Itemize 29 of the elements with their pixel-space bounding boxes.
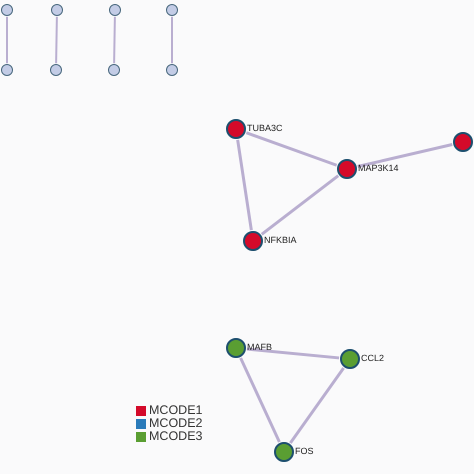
gene-label: NFKBIA [264, 236, 297, 246]
legend-label: MCODE3 [149, 430, 202, 443]
legend-label: MCODE2 [149, 417, 202, 430]
edge-line [113, 16, 116, 64]
edge-line [239, 357, 281, 443]
network-node [166, 4, 178, 16]
legend-label: MCODE1 [149, 404, 202, 417]
network-node [109, 4, 121, 16]
gene-label: CCL2 [361, 354, 384, 364]
edge-line [260, 174, 340, 236]
edge-line [236, 140, 253, 230]
network-node [1, 64, 13, 76]
network-node [453, 132, 473, 152]
gene-label: MAFB [247, 343, 272, 353]
edge-line [6, 16, 8, 64]
edge-line [246, 348, 340, 360]
edge-line [289, 367, 345, 444]
gene-label: FOS [295, 447, 314, 457]
network-node [1, 4, 13, 16]
edge-line [246, 131, 338, 167]
edge-line [55, 16, 58, 64]
network-node [166, 64, 178, 76]
network-node [50, 64, 62, 76]
network-node [108, 64, 120, 76]
edge-line [357, 143, 453, 168]
gene-label: MAP3K14 [358, 164, 399, 174]
gene-label: TUBA3C [247, 124, 283, 134]
network-node [51, 4, 63, 16]
edge-line [171, 16, 173, 64]
